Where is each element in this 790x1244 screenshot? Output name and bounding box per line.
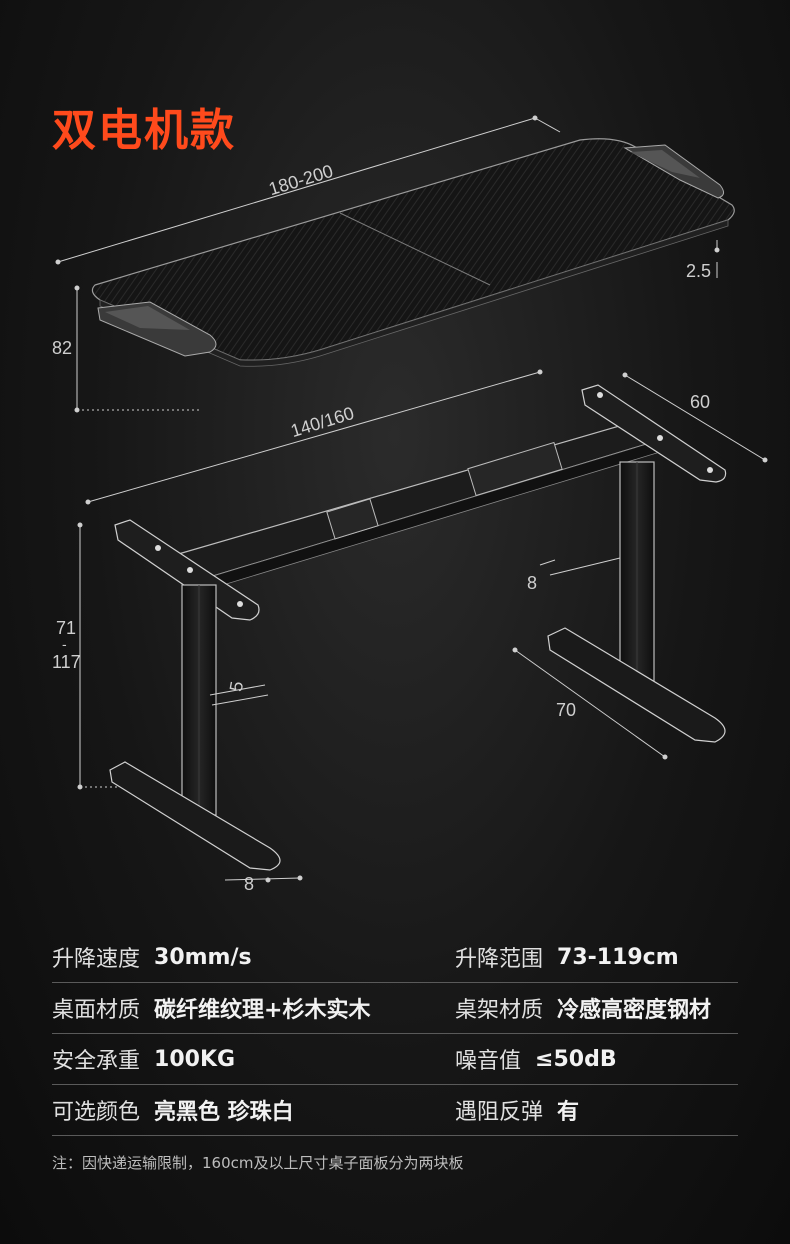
- depth-top-label: 82: [52, 338, 73, 358]
- spec-label: 升降速度: [52, 947, 141, 972]
- spec-label: 桌架材质: [455, 998, 544, 1023]
- spec-value: 冷感高密度钢材: [557, 998, 712, 1023]
- desktop-panel: [91, 138, 735, 367]
- spec-row: 可选颜色亮黑色 珍珠白 遇阻反弹有: [52, 1085, 738, 1136]
- spec-table: 升降速度 30mm/s 升降范围 73-119cm 桌面材质碳纤维纹理+杉木实木 桌…: [52, 932, 738, 1136]
- desk-diagram: [55, 115, 768, 883]
- spec-value: 亮黑色 珍珠白: [154, 1100, 294, 1125]
- foot-width-label: 8: [244, 874, 255, 894]
- spec-label: 桌面材质: [52, 998, 141, 1023]
- spec-value: 有: [557, 1100, 580, 1125]
- spec-value: 73-119cm: [557, 944, 679, 970]
- spec-label: 遇阻反弹: [455, 1100, 544, 1125]
- spec-value: 30mm/s: [154, 944, 252, 970]
- desk-frame: [109, 384, 727, 871]
- height-range-sep-label: -: [62, 636, 67, 652]
- frame-depth-label: 60: [690, 392, 711, 412]
- foot-length-label: 70: [556, 700, 577, 720]
- spec-value: 100KG: [154, 1046, 236, 1072]
- page-title: 双电机款: [52, 105, 236, 156]
- spec-row: 升降速度 30mm/s 升降范围 73-119cm: [52, 932, 738, 983]
- thickness-label: 2.5: [686, 261, 712, 281]
- spec-value: 碳纤维纹理+杉木实木: [154, 998, 371, 1023]
- height-range-top-label: 71: [56, 618, 77, 638]
- spec-label: 可选颜色: [52, 1100, 141, 1125]
- spec-label: 噪音值: [455, 1049, 522, 1074]
- spec-row: 桌面材质碳纤维纹理+杉木实木 桌架材质冷感高密度钢材: [52, 983, 738, 1034]
- height-range-bottom-label: 117: [52, 652, 81, 672]
- spec-label: 升降范围: [455, 947, 544, 972]
- shipping-note: 注：因快递运输限制，160cm及以上尺寸桌子面板分为两块板: [52, 1154, 464, 1172]
- spec-label: 安全承重: [52, 1049, 141, 1074]
- desktop-dimension-lines: [55, 115, 720, 413]
- spec-row: 安全承重 100KG 噪音值 ≤50dB: [52, 1034, 738, 1085]
- bracket-label: 8: [527, 573, 538, 593]
- spec-value: ≤50dB: [535, 1046, 617, 1072]
- frame-dimension-lines: [77, 369, 768, 883]
